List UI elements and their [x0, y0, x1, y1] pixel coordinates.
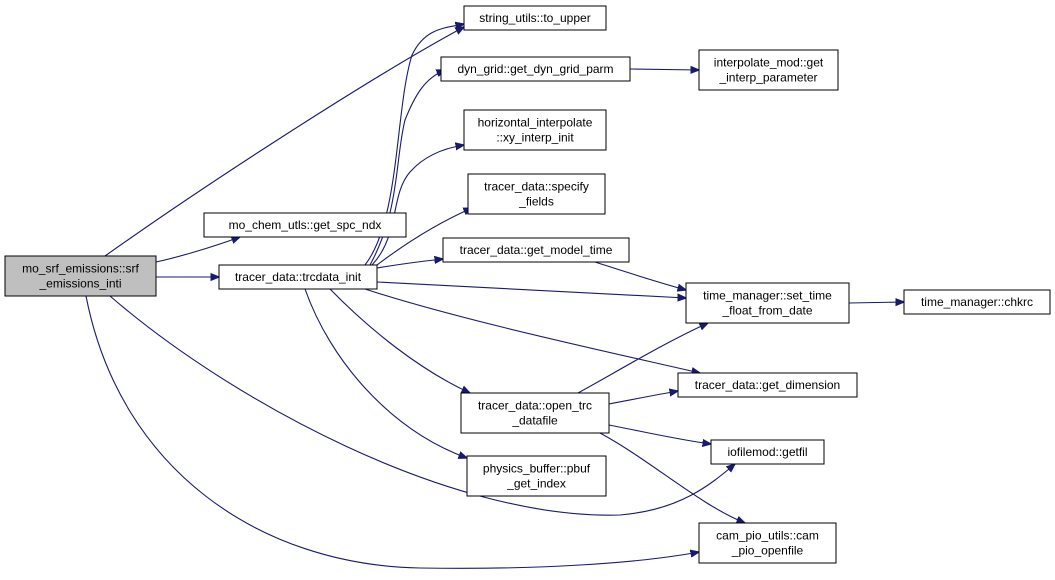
node-label: mo_chem_utls::get_spc_ndx: [229, 218, 382, 232]
node-getfil[interactable]: iofilemod::getfil: [710, 439, 825, 465]
edge-srf-to-getfil: [109, 295, 735, 516]
node-label: _datafile: [511, 414, 558, 428]
edge-trcdata-to-getdim: [364, 288, 700, 373]
node-label: _fields: [518, 195, 554, 209]
node-specify[interactable]: tracer_data::specify_fields: [467, 173, 606, 215]
node-dyngrid[interactable]: dyn_grid::get_dyn_grid_parm: [440, 56, 631, 82]
node-box: [463, 5, 607, 31]
edge-line: [329, 288, 470, 393]
node-box: [442, 237, 630, 263]
edge-srf-to-upper: [104, 27, 464, 257]
edge-line: [371, 145, 464, 266]
node-label: _emissions_inti: [38, 277, 121, 291]
edge-trcdata-to-modeltime: [376, 259, 443, 269]
node-label: tracer_data::open_trc: [478, 399, 592, 413]
edge-line: [608, 391, 678, 405]
edge-opentrc-to-campio: [599, 432, 745, 523]
node-layer: mo_srf_emissions::srf_emissions_inti stri…: [4, 5, 1051, 564]
node-box: [203, 212, 407, 238]
node-opentrc[interactable]: tracer_data::open_trc_datafile: [460, 392, 610, 434]
edge-line: [304, 288, 467, 458]
edge-line: [848, 302, 904, 303]
edge-line: [376, 259, 443, 269]
node-box: [440, 56, 631, 82]
edge-line: [594, 261, 686, 290]
edge-settime-to-chkrc: [848, 302, 904, 303]
edge-line: [364, 288, 700, 373]
node-pbuf[interactable]: physics_buffer::pbuf_get_index: [466, 455, 607, 497]
edge-srf-to-spcndx: [155, 237, 240, 263]
node-label: string_utils::to_upper: [479, 11, 590, 25]
node-label: physics_buffer::pbuf: [483, 462, 591, 476]
edge-opentrc-to-getdim: [608, 391, 678, 405]
node-box: [698, 522, 837, 564]
edge-line: [109, 295, 735, 516]
node-label: interpolate_mod::get: [714, 56, 824, 70]
node-label: _get_index: [506, 477, 566, 491]
edge-line: [376, 208, 472, 266]
edge-srf-to-campio: [85, 295, 699, 569]
node-box: [218, 264, 378, 290]
edge-line: [599, 432, 745, 523]
node-label: time_manager::set_time: [703, 289, 832, 303]
edge-trcdata-to-pbuf: [304, 288, 467, 458]
edge-trcdata-to-settime: [376, 281, 686, 298]
node-box: [685, 282, 850, 324]
node-label: tracer_data::get_dimension: [695, 378, 840, 392]
node-box: [698, 49, 839, 91]
node-label: tracer_data::get_model_time: [460, 243, 613, 257]
node-label: horizontal_interpolate: [478, 116, 593, 130]
edge-trcdata-to-xyinterp: [371, 145, 464, 266]
node-label: tracer_data::trcdata_init: [235, 270, 362, 284]
edge-line: [85, 295, 699, 569]
node-label: _interp_parameter: [718, 71, 817, 85]
node-box: [677, 372, 858, 398]
node-chkrc[interactable]: time_manager::chkrc: [903, 289, 1051, 315]
node-upper[interactable]: string_utils::to_upper: [463, 5, 607, 31]
node-spcndx[interactable]: mo_chem_utls::get_spc_ndx: [203, 212, 407, 238]
node-trcdata[interactable]: tracer_data::trcdata_init: [218, 264, 378, 290]
node-label: mo_srf_emissions::srf: [22, 262, 139, 276]
node-box: [463, 109, 607, 151]
node-getdim[interactable]: tracer_data::get_dimension: [677, 372, 858, 398]
edge-trcdata-to-opentrc: [329, 288, 470, 393]
edge-line: [577, 323, 708, 394]
edge-line: [155, 237, 240, 263]
node-label: _pio_openfile: [731, 544, 804, 558]
node-label: tracer_data::specify: [484, 180, 589, 194]
node-label: dyn_grid::get_dyn_grid_parm: [457, 62, 613, 76]
node-settime[interactable]: time_manager::set_time_float_from_date: [685, 282, 850, 324]
node-box: [903, 289, 1051, 315]
node-srf[interactable]: mo_srf_emissions::srf_emissions_inti: [4, 255, 157, 297]
edge-trcdata-to-specify: [376, 208, 472, 266]
node-modeltime[interactable]: tracer_data::get_model_time: [442, 237, 630, 263]
edge-line: [629, 69, 699, 70]
edge-line: [608, 424, 711, 444]
edge-dyngrid-to-interp: [629, 69, 699, 70]
node-box: [4, 255, 157, 297]
edge-line: [104, 27, 464, 257]
edge-opentrc-to-getfil: [608, 424, 711, 444]
node-interp[interactable]: interpolate_mod::get_interp_parameter: [698, 49, 839, 91]
node-label: iofilemod::getfil: [727, 445, 807, 459]
node-label: time_manager::chkrc: [921, 295, 1033, 309]
node-campio[interactable]: cam_pio_utils::cam_pio_openfile: [698, 522, 837, 564]
node-box: [466, 455, 607, 497]
node-box: [460, 392, 610, 434]
node-xyinterp[interactable]: horizontal_interpolate::xy_interp_init: [463, 109, 607, 151]
edge-modeltime-to-settime: [594, 261, 686, 290]
node-label: cam_pio_utils::cam: [716, 529, 819, 543]
node-box: [467, 173, 606, 215]
node-label: ::xy_interp_init: [496, 131, 574, 145]
edge-opentrc-to-settime: [577, 323, 708, 394]
node-box: [710, 439, 825, 465]
node-label: _float_from_date: [721, 304, 812, 318]
edge-line: [376, 281, 686, 298]
